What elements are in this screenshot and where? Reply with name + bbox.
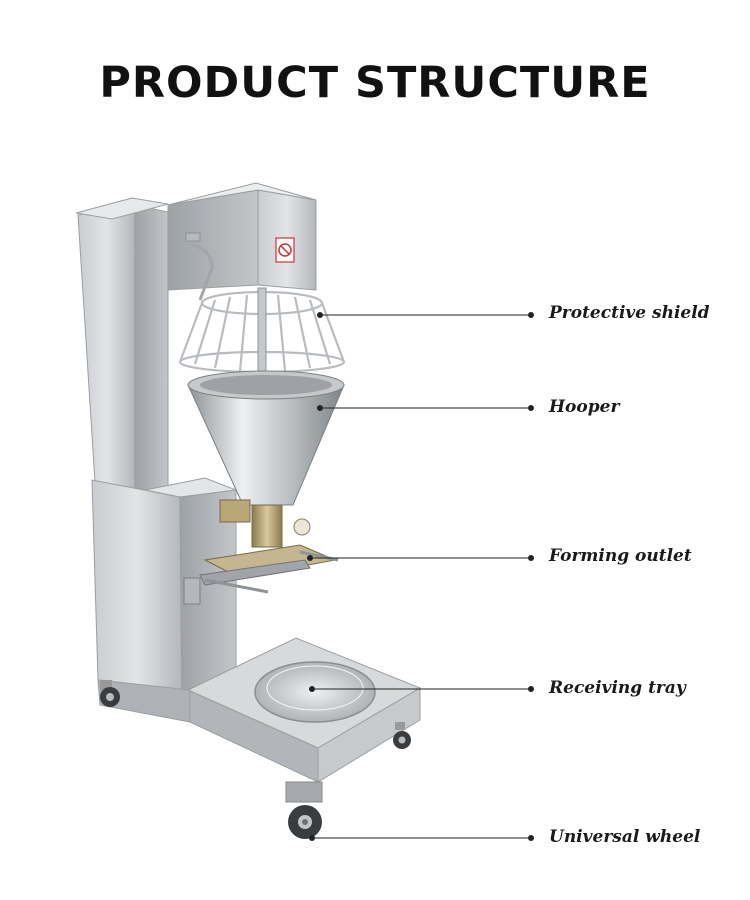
motor-head xyxy=(167,182,317,291)
shaft xyxy=(257,287,267,379)
anchor-dot xyxy=(317,312,323,318)
label-hooper: Hooper xyxy=(549,397,620,417)
label-forming-outlet: Forming outlet xyxy=(549,546,692,566)
hopper xyxy=(187,370,345,506)
receiving-tray xyxy=(254,661,376,723)
valve-fitting xyxy=(185,232,201,242)
back-column xyxy=(75,197,169,496)
protective-shield xyxy=(178,243,346,374)
end-dot xyxy=(528,312,534,318)
end-dot xyxy=(528,405,534,411)
callout-lines xyxy=(310,314,531,839)
forming-outlet xyxy=(183,499,339,605)
label-universal-wheel: Universal wheel xyxy=(549,827,701,847)
end-dot xyxy=(528,555,534,561)
anchor-dot xyxy=(309,835,315,841)
no-hand-icon xyxy=(278,243,292,257)
lower-cabinet xyxy=(91,477,237,693)
anchor-dot xyxy=(317,405,323,411)
end-dot xyxy=(528,835,534,841)
base-platform xyxy=(97,637,422,783)
label-protective-shield: Protective shield xyxy=(549,303,710,323)
universal-wheel xyxy=(100,680,411,839)
end-dot xyxy=(528,686,534,692)
anchor-dot xyxy=(307,555,313,561)
callout-dots xyxy=(307,312,534,841)
anchor-dot xyxy=(309,686,315,692)
page-title: PRODUCT STRUCTURE xyxy=(99,58,651,108)
label-receiving-tray: Receiving tray xyxy=(549,678,686,698)
